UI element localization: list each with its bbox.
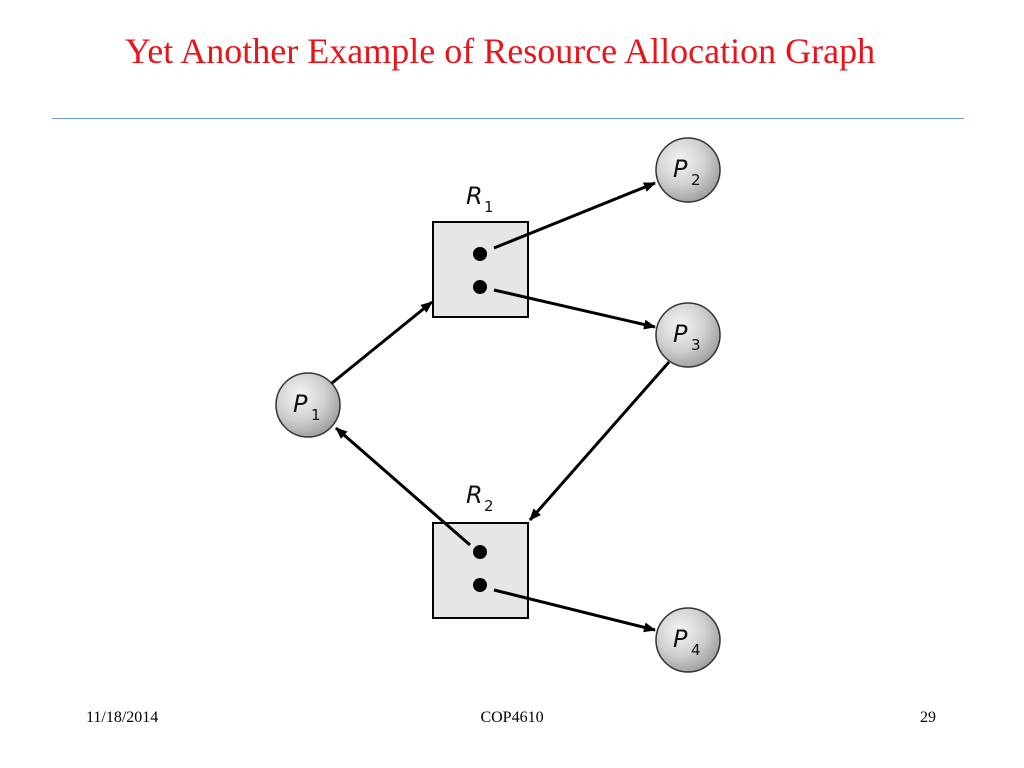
footer-date: 11/18/2014 xyxy=(86,709,159,726)
p1-label-sub: 1 xyxy=(311,406,321,424)
r2-instance-1 xyxy=(473,545,487,559)
process-p4: P 4 xyxy=(655,607,721,673)
process-p2: P 2 xyxy=(655,137,721,203)
edge-p3-r2 xyxy=(528,361,671,521)
footer-course: COP4610 xyxy=(480,709,544,726)
slide-title: Yet Another Example of Resource Allocati… xyxy=(124,31,876,71)
edge-r1-p2 xyxy=(493,181,656,250)
r2-label-sub: 2 xyxy=(484,497,494,515)
p3-label: P xyxy=(673,320,688,348)
p4-label-sub: 4 xyxy=(691,641,701,659)
p1-label: P xyxy=(293,390,308,418)
r1-instance-2 xyxy=(473,280,487,294)
resource-r2: R 2 xyxy=(432,481,529,619)
edge-r2-p4 xyxy=(493,588,656,633)
r2-instance-2 xyxy=(473,578,487,592)
r1-instance-1 xyxy=(473,247,487,261)
edge-p1-r1 xyxy=(331,300,433,385)
p2-label-sub: 2 xyxy=(691,171,701,189)
p4-label: P xyxy=(673,625,688,653)
title-divider xyxy=(52,118,964,119)
edge-r2-p1 xyxy=(335,426,471,547)
r2-label: R xyxy=(466,481,483,509)
footer-page-number: 29 xyxy=(920,709,936,726)
p2-label: P xyxy=(673,155,688,183)
process-p1: P 1 xyxy=(275,372,341,438)
resource-r1: R 1 xyxy=(432,182,529,318)
p3-label-sub: 3 xyxy=(691,336,701,354)
r1-label: R xyxy=(466,182,483,210)
r1-label-sub: 1 xyxy=(484,198,494,216)
edge-r1-p3 xyxy=(493,288,656,330)
process-p3: P 3 xyxy=(655,302,721,368)
